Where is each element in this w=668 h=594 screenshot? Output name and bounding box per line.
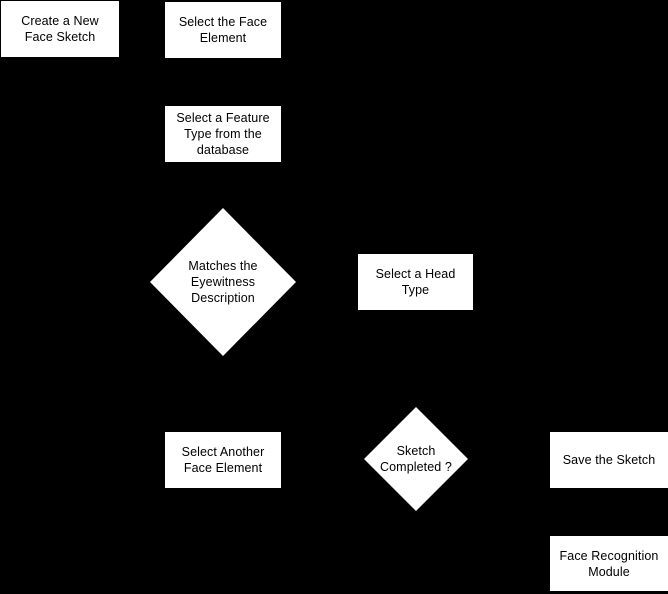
flow-node-label: Matches the Eyewitness Description: [188, 259, 258, 305]
flow-node-label: Select the Face Element: [178, 15, 268, 45]
flow-node-label: Create a New Face Sketch: [21, 14, 99, 44]
flow-node-save-the-sketch[interactable]: Save the Sketch: [549, 431, 668, 489]
flow-node-label: Face Recognition Module: [559, 548, 659, 579]
flow-node-face-recognition-module[interactable]: Face Recognition Module: [549, 535, 668, 592]
flow-node-label: Select a Feature Type from the database: [176, 111, 270, 157]
flow-node-select-the-face-element[interactable]: Select the Face Element: [164, 1, 282, 59]
flow-node-select-another-face-element[interactable]: Select Another Face Element: [164, 431, 282, 489]
flow-node-sketch-completed[interactable]: Sketch Completed ?: [364, 407, 468, 511]
flow-node-label: Save the Sketch: [562, 453, 656, 467]
flow-node-select-a-head-type[interactable]: Select a Head Type: [357, 253, 474, 311]
flow-node-select-a-feature-type[interactable]: Select a Feature Type from the database: [164, 105, 282, 163]
flow-node-matches-the-eyewitness-description[interactable]: Matches the Eyewitness Description: [150, 208, 296, 356]
flow-node-label: Select a Head Type: [375, 267, 456, 297]
flow-node-label: Select Another Face Element: [181, 445, 265, 475]
flow-node-create-new-face-sketch[interactable]: Create a New Face Sketch: [0, 0, 120, 58]
flow-node-label: Sketch Completed ?: [380, 444, 452, 474]
